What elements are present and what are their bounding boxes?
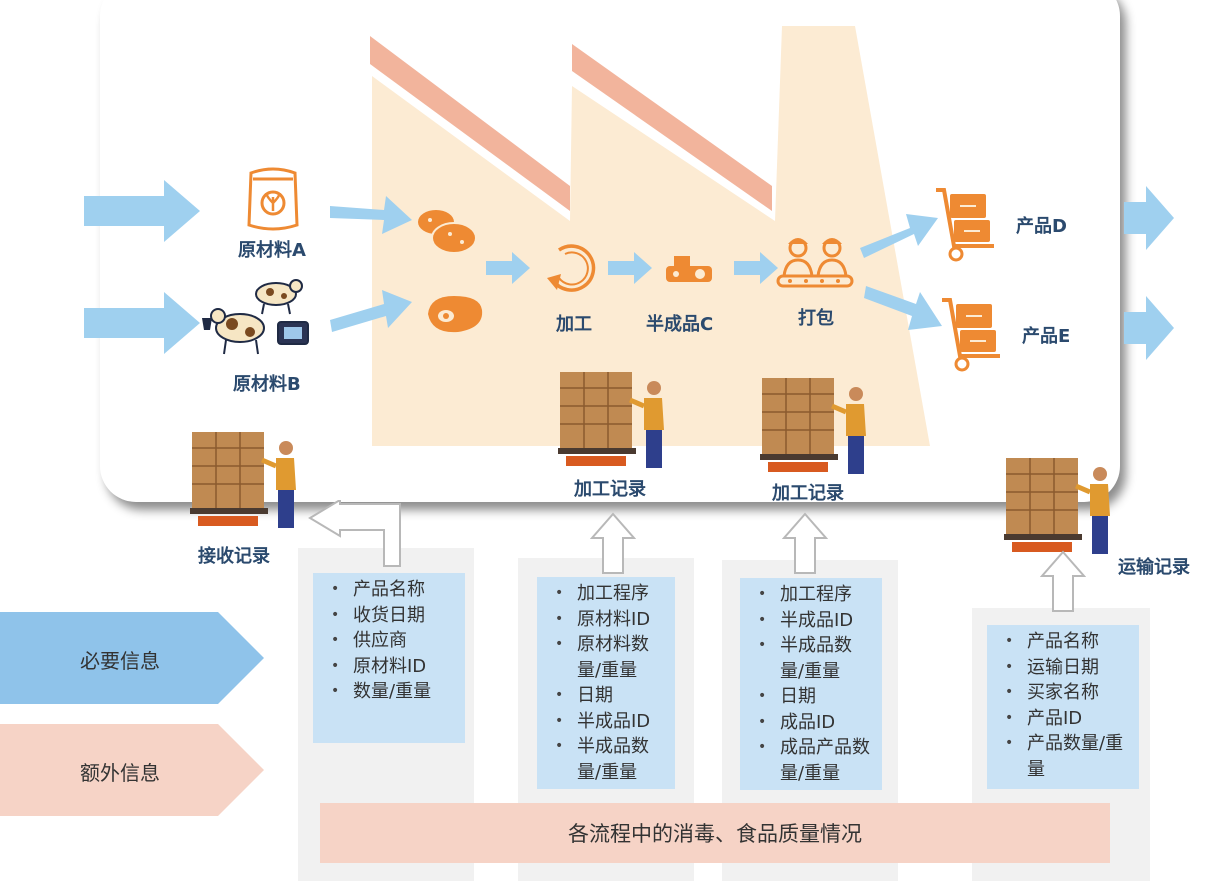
potato-icon (418, 210, 477, 254)
list-item: 产品名称 (997, 629, 1131, 655)
list-item: 买家名称 (997, 680, 1131, 706)
legend-required-label: 必要信息 (80, 649, 160, 673)
list-item: 原材料数量/重量 (547, 632, 667, 683)
receive-record-label: 接收记录 (198, 546, 270, 567)
product-d-label: 产品D (1016, 216, 1067, 237)
livestock-icon (202, 279, 309, 355)
arrow-to-meat (330, 290, 412, 332)
up-arrow-1 (590, 512, 636, 574)
list-item: 日期 (750, 684, 874, 710)
list-item: 原材料ID (547, 607, 667, 633)
warehouse-worker-icon (1004, 458, 1110, 554)
arrow-to-semi (608, 252, 652, 284)
list-item: 供应商 (323, 628, 457, 654)
arrow-to-potato (330, 196, 412, 234)
hand-truck-icon (936, 188, 994, 262)
legend-extra-arrow (0, 724, 264, 816)
extra-info-bar: 各流程中的消毒、食品质量情况 (320, 803, 1110, 863)
list-item: 数量/重量 (323, 679, 457, 705)
list-item: 半成品数量/重量 (750, 633, 874, 684)
input-arrow-a (84, 180, 200, 242)
warehouse-worker-icon (190, 432, 296, 528)
arrow-to-product-d (860, 214, 938, 258)
warehouse-worker-icon (558, 372, 664, 468)
arrow-to-process (486, 252, 530, 284)
semi-product-label: 半成品C (646, 314, 714, 335)
arrow-to-product-e (864, 286, 942, 330)
up-arrow-3 (1040, 550, 1086, 612)
list-item: 半成品ID (547, 709, 667, 735)
list-item: 原材料ID (323, 654, 457, 680)
output-arrow-d (1124, 186, 1174, 250)
transport-info-list: 产品名称 运输日期 买家名称 产品ID 产品数量/重量 (987, 625, 1139, 789)
packing-workers-icon (776, 238, 854, 288)
pack-label: 打包 (798, 308, 834, 329)
process2-info-list: 加工程序 半成品ID 半成品数量/重量 日期 成品ID 成品产品数量/重量 (740, 578, 882, 790)
receive-info-list: 产品名称 收货日期 供应商 原材料ID 数量/重量 (313, 573, 465, 743)
list-item: 加工程序 (750, 582, 874, 608)
material-b-label: 原材料B (233, 374, 301, 395)
return-arrow (308, 500, 401, 567)
process-record-label-2: 加工记录 (772, 483, 844, 504)
list-item: 半成品数量/重量 (547, 734, 667, 785)
list-item: 日期 (547, 683, 667, 709)
up-arrow-2 (782, 512, 828, 574)
meat-icon (428, 296, 483, 333)
legend-extra-label: 额外信息 (80, 761, 160, 785)
input-arrow-b (84, 292, 200, 354)
list-item: 成品产品数量/重量 (750, 735, 874, 786)
output-arrow-e (1124, 296, 1174, 360)
hand-truck-icon (942, 298, 1000, 372)
process1-info-list: 加工程序 原材料ID 原材料数量/重量 日期 半成品ID 半成品数量/重量 (537, 577, 675, 789)
factory-silhouette (370, 26, 930, 446)
list-item: 产品数量/重量 (997, 731, 1131, 782)
process-cycle-icon (547, 244, 596, 292)
product-e-label: 产品E (1022, 326, 1071, 347)
list-item: 收货日期 (323, 603, 457, 629)
list-item: 产品ID (997, 706, 1131, 732)
warehouse-worker-icon (760, 378, 866, 474)
sack-icon (247, 167, 299, 231)
transport-record-label: 运输记录 (1118, 557, 1190, 578)
machine-icon (666, 256, 712, 282)
list-item: 成品ID (750, 710, 874, 736)
legend-required-arrow (0, 612, 264, 704)
list-item: 运输日期 (997, 655, 1131, 681)
process-label: 加工 (556, 314, 592, 335)
process-record-label-1: 加工记录 (574, 479, 646, 500)
list-item: 产品名称 (323, 577, 457, 603)
material-a-label: 原材料A (238, 240, 306, 261)
list-item: 加工程序 (547, 581, 667, 607)
list-item: 半成品ID (750, 608, 874, 634)
arrow-to-pack (734, 252, 778, 284)
